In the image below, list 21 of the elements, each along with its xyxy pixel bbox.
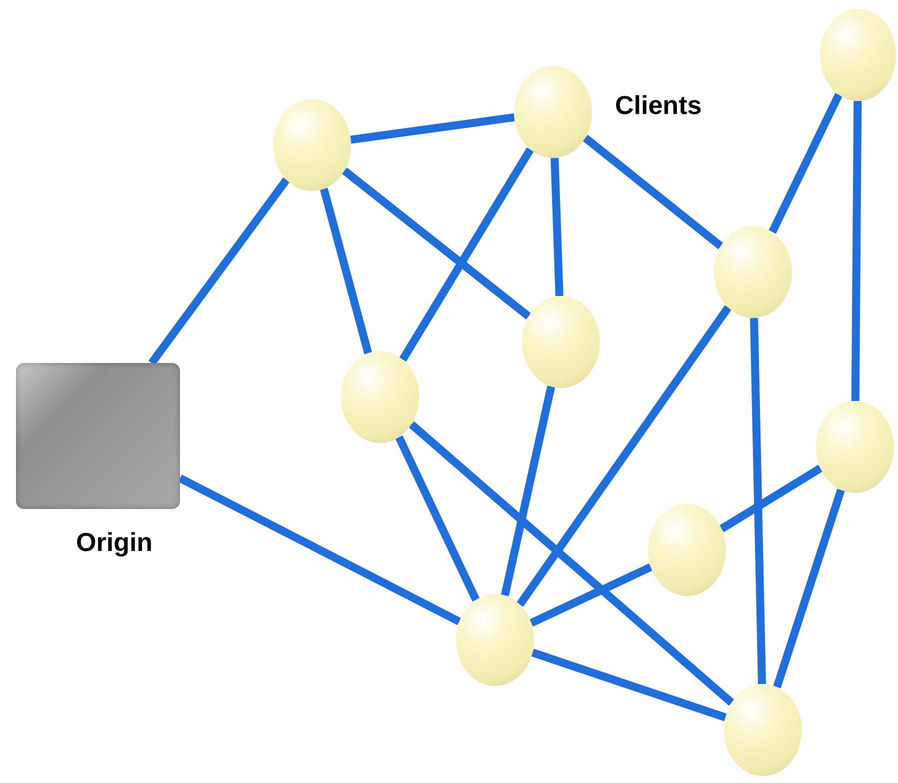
connector-line bbox=[516, 305, 732, 607]
connector-line bbox=[582, 134, 724, 250]
connector-line bbox=[148, 177, 290, 366]
connector-line bbox=[851, 100, 862, 402]
connector-line bbox=[350, 113, 515, 144]
node-label: Origin bbox=[76, 527, 153, 557]
connector-line bbox=[408, 421, 734, 706]
connector-line bbox=[773, 488, 845, 688]
connector-line bbox=[720, 464, 822, 532]
connector-line bbox=[531, 648, 727, 722]
connector-line bbox=[342, 167, 532, 320]
connector-line bbox=[500, 386, 556, 596]
group-label: Clients bbox=[615, 89, 702, 122]
connector-line bbox=[178, 474, 462, 626]
connector-line bbox=[395, 435, 480, 602]
connector-line bbox=[768, 92, 842, 234]
connector-line bbox=[320, 188, 372, 354]
connector-line bbox=[750, 318, 766, 684]
connector-line bbox=[550, 158, 564, 296]
connector-line bbox=[530, 563, 652, 627]
connector-line bbox=[399, 147, 534, 362]
